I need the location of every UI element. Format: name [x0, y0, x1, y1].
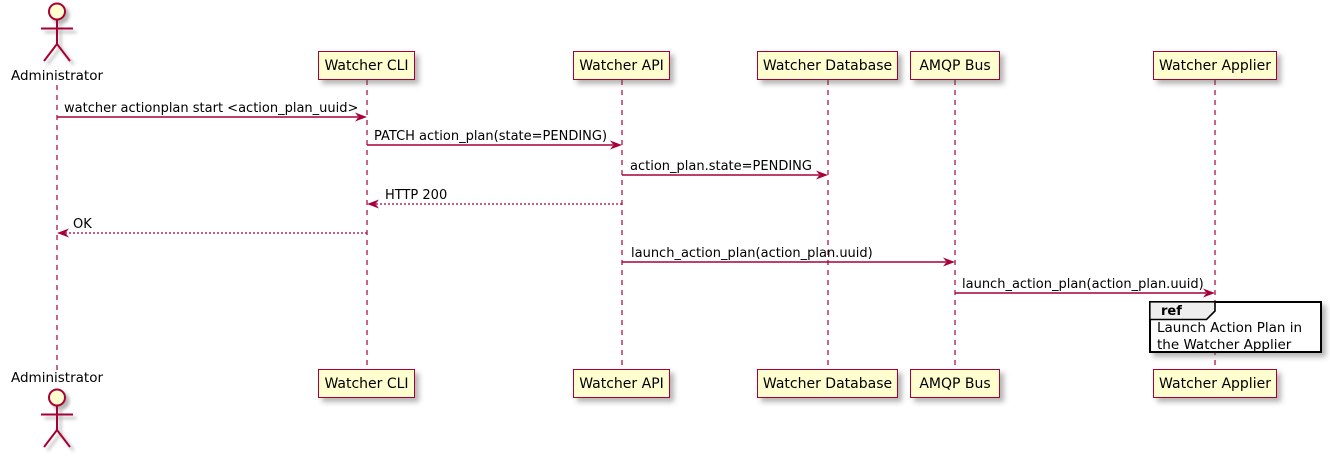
actor-head — [48, 388, 66, 407]
actor-figure-bottom — [41, 388, 73, 448]
message-label-4: HTTP 200 — [385, 188, 448, 203]
participant-bottom-watcher-applier: Watcher Applier — [1153, 369, 1277, 398]
ref-fragment: ref Launch Action Plan in the Watcher Ap… — [1149, 301, 1322, 353]
arrow-msg-2 — [367, 140, 622, 150]
participant-bottom-watcher-api: Watcher API — [573, 369, 670, 398]
participant-top-watcher-cli: Watcher CLI — [318, 51, 415, 80]
actor-label-administrator-top: Administrator — [10, 68, 104, 84]
participant-bottom-watcher-cli: Watcher CLI — [318, 369, 415, 398]
arrow-msg-1 — [57, 112, 367, 122]
ref-body-text: Launch Action Plan in the Watcher Applie… — [1157, 320, 1303, 353]
ref-header-pentagon-icon — [1149, 301, 1216, 321]
participant-bottom-amqp-bus: AMQP Bus — [910, 369, 1000, 398]
participant-top-watcher-database: Watcher Database — [757, 51, 898, 80]
message-label-6: launch_action_plan(action_plan.uuid) — [631, 246, 873, 261]
message-label-3: action_plan.state=PENDING — [630, 159, 812, 174]
arrow-msg-5-return — [57, 228, 367, 238]
arrow-msg-6 — [622, 257, 955, 267]
participant-top-watcher-api: Watcher API — [573, 51, 670, 80]
message-label-5: OK — [73, 217, 92, 232]
arrow-msg-4-return — [367, 199, 622, 209]
message-arrows — [57, 112, 1215, 298]
lifelines — [56, 80, 1216, 370]
actor-figure-top — [41, 2, 73, 62]
message-label-7: launch_action_plan(action_plan.uuid) — [962, 277, 1204, 292]
actor-head — [48, 2, 66, 21]
arrow-msg-7 — [955, 288, 1215, 298]
message-label-2: PATCH action_plan(state=PENDING) — [374, 129, 608, 144]
arrow-msg-3 — [622, 170, 828, 180]
ref-keyword: ref — [1161, 304, 1182, 319]
participant-top-amqp-bus: AMQP Bus — [910, 51, 1000, 80]
participant-top-watcher-applier: Watcher Applier — [1153, 51, 1277, 80]
actor-label-administrator-bottom: Administrator — [10, 370, 104, 386]
message-label-1: watcher actionplan start <action_plan_uu… — [64, 101, 359, 116]
participant-bottom-watcher-database: Watcher Database — [757, 369, 898, 398]
